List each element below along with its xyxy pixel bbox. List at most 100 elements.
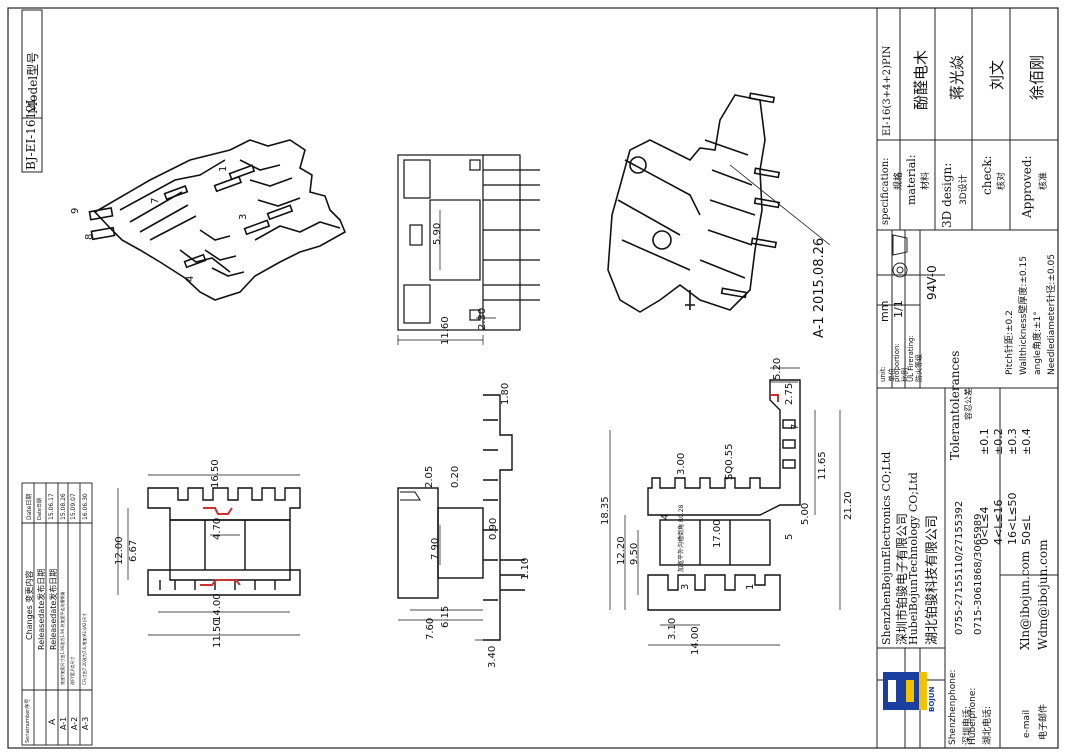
approved-label: Approved: <box>1020 155 1034 218</box>
changes-row-0-date: Date日期 <box>37 498 43 520</box>
changes-header-date: Date日期 <box>26 493 33 520</box>
model-value: BJ-EI-1612L <box>24 96 38 170</box>
changes-row-1-date: 15.06.17 <box>48 493 55 520</box>
company-logo <box>883 672 927 710</box>
company-line-4: 湖北铂骏科技有限公司 <box>925 514 940 645</box>
spec-label-cn: 规格 <box>894 171 904 190</box>
changes-header-serial: Seriatnumber序号 <box>25 698 31 743</box>
dim-0-90: 0.90 <box>488 517 499 540</box>
dim-6-15: 6.15 <box>440 605 451 628</box>
changes-row-3-no: A-2 <box>70 716 79 730</box>
bottom-view <box>609 367 841 646</box>
dim-7-90: 7.90 <box>430 537 441 560</box>
tol-range-0: 0<L≤4 <box>978 506 991 545</box>
pin-8-label: 8 <box>84 234 95 240</box>
company-logo-text: BOJUN <box>928 686 936 712</box>
changes-row-2-no: A-1 <box>59 716 68 730</box>
dim-3-00: 3.00 <box>676 452 687 475</box>
proportion-value: 1/1 <box>892 300 905 318</box>
spec-value: EI-16(3+4+2)PIN <box>882 45 893 136</box>
iso-view-right <box>607 92 831 313</box>
pin-9-label: 9 <box>70 208 81 214</box>
dim-18-35: 18.35 <box>600 496 611 525</box>
pin-label-5: 5 <box>784 533 795 540</box>
dim-9-50: 9.50 <box>629 542 640 565</box>
dim-11-50: 11.50 <box>212 619 223 648</box>
dim-5-00: 5.00 <box>800 502 811 525</box>
contact-email-label: e-mail <box>1022 709 1032 738</box>
dim-7-60: 7.60 <box>425 617 436 640</box>
company-line-1: ShenzhenBojunElectronics CO;Ltd <box>880 451 893 645</box>
model-box <box>21 9 43 173</box>
dim-21-20: 21.20 <box>843 491 854 520</box>
tol-value-3: ±0.4 <box>1020 428 1033 455</box>
dim-2-30: 2.30 <box>477 307 488 330</box>
bottom-note: 加宽平外沟槽倒角 R0.28 <box>678 504 685 572</box>
tol-range-3: 50≤L <box>1020 515 1033 545</box>
company-line-3: HubeiBojunTechnology CO;Ltd <box>907 472 920 645</box>
fire-value: 94V-0 <box>925 265 939 300</box>
dim-16-50: 16.50 <box>210 459 221 488</box>
dim-3-10: 3.10 <box>667 617 678 640</box>
pin-1-label: 1 <box>218 166 229 172</box>
tol-needle: Needlediameter针径:±0.05 <box>1047 254 1057 375</box>
pin-label-3: 3 <box>680 583 691 590</box>
changes-header-title: Changes 变更内容 <box>25 570 34 640</box>
contact-email-label-cn: 电子邮件 <box>1039 703 1049 740</box>
front-view <box>117 474 301 636</box>
tol-value-0: ±0.1 <box>978 428 991 455</box>
tol-wall: Wallthickness壁厚度:±0.15 <box>1019 256 1029 375</box>
contact-sz-value: 0755-27155110/27155392 <box>954 500 965 635</box>
unit-label: unit: <box>879 366 887 382</box>
dim-sq0-55: SQ0.55 <box>724 443 735 480</box>
approved-value: 徐佰刚 <box>1028 54 1046 100</box>
pin-label-4: 4 <box>660 513 671 520</box>
dim-2-75: 2.75 <box>784 382 795 405</box>
changes-row-4-change: C尺寸由7.20改为7.6,增加(A1)(A2)尺寸 <box>82 612 87 685</box>
sheet-border <box>7 7 1059 749</box>
pin-7-label: 7 <box>150 198 161 204</box>
check-label: check: <box>980 155 994 195</box>
design-value: 蒋光焱 <box>948 54 966 100</box>
contact-email-2: Wdm@ibojun.com <box>1036 539 1050 650</box>
dim-2-05: 2.05 <box>424 465 435 488</box>
changes-table <box>21 482 93 746</box>
dim-5-90: 5.90 <box>432 222 443 245</box>
dim-5-20: 5.20 <box>772 357 783 380</box>
changes-row-1-no: A <box>48 718 58 725</box>
contact-sz-label: Shenzhenphone: <box>948 669 958 745</box>
tol-pitch: Pitch针距:±0.2 <box>1005 310 1015 375</box>
changes-row-3-date: 15.09.07 <box>70 493 77 520</box>
tol-value-2: ±0.3 <box>1006 428 1019 455</box>
material-label-cn: 材料 <box>921 171 931 190</box>
changes-row-0-change: Releasedate发布日期 <box>37 568 46 650</box>
design-label-cn: 3D设计 <box>959 174 969 205</box>
pin-number-labels: 9 8 7 3 1 4 <box>70 166 249 282</box>
dim-14-00: 14.00 <box>212 593 223 622</box>
check-label-cn: 核对 <box>997 171 1007 190</box>
dim-17-00: 17.00 <box>712 519 723 548</box>
pin-label-7: 7 <box>790 423 801 430</box>
dim-6-67: 6.67 <box>128 539 139 562</box>
fire-label-cn: 防火等级 <box>915 354 923 382</box>
design-label: 3D design: <box>940 162 954 228</box>
tol-range-2: 16<L≤50 <box>1006 492 1019 545</box>
title-block-grid <box>877 8 1058 748</box>
dim-12-00: 12.00 <box>114 536 125 565</box>
dim-4-70: 4.70 <box>212 517 223 540</box>
dim-3-40: 3.40 <box>487 645 498 668</box>
pin-3-label: 3 <box>238 214 249 220</box>
dim-0-20: 0.20 <box>450 465 461 488</box>
top-view <box>397 154 540 345</box>
dim-12-20: 12.20 <box>616 536 627 565</box>
changes-row-2-change: 底座Y加宽尺寸由1.90改为1.90,外加宽平边沟槽倒角 <box>60 591 65 685</box>
unit-value: mm <box>878 300 891 322</box>
tolerance-title: Tolerantolerances <box>948 350 962 460</box>
approved-label-cn: 核准 <box>1039 171 1049 190</box>
tol-range-1: 4<L≤16 <box>992 499 1005 545</box>
material-value: 酚醛电木 <box>912 49 930 110</box>
contact-email-1: Xln@ibojun.com <box>1018 550 1032 650</box>
changes-row-4-no: A-3 <box>81 716 90 730</box>
dim-1-80: 1.80 <box>500 382 511 405</box>
